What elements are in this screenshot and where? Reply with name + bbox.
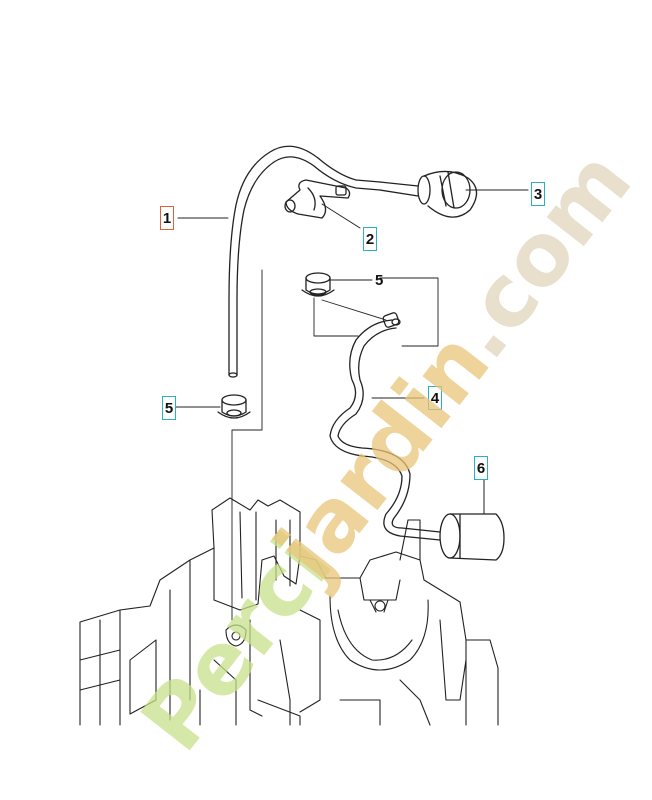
callout-2[interactable]: 2 [363,227,377,251]
part-5-grommet-upper [301,272,335,297]
assembly-reference-lines [231,269,439,621]
part-5-grommet-lower [217,394,251,419]
callout-5-upper[interactable]: 5 [375,272,384,289]
callout-3[interactable]: 3 [531,182,545,206]
leader-lines [175,189,529,515]
callout-4[interactable]: 4 [428,386,442,410]
part-4-fuel-line [329,312,441,541]
callout-1[interactable]: 1 [160,206,174,230]
callout-6[interactable]: 6 [474,456,488,480]
part-1-fuel-hose [228,145,381,378]
engine-housing [79,497,499,726]
part-2-elbow-fitting [284,179,351,219]
part-3-primer-bulb [379,170,478,218]
part-6-fuel-filter [439,513,505,561]
callout-5-lower[interactable]: 5 [162,396,176,420]
